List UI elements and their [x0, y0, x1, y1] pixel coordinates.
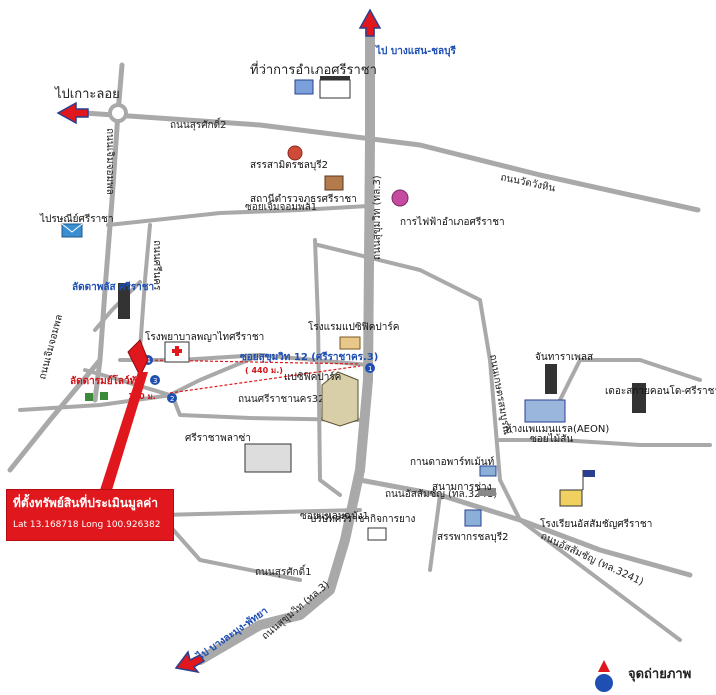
road-label-distance-440: ( 440 ม.) [245, 366, 283, 375]
road-label-soi-jermjompol: ซอยเจิมจอมพล1 [245, 202, 317, 213]
road-east-loop [316, 243, 682, 642]
road-label-jermjompol: ถนนเจิมจอมพล [104, 128, 115, 195]
district-building-icon [319, 79, 351, 99]
southwest-arrow-icon [174, 650, 206, 674]
poi-label-hotel: โรงแรมแปซิฟิคปาร์ค [308, 320, 399, 333]
property-marker-icon [127, 339, 149, 378]
poi-label-laddarom: ลัดดารมย์โลว์ทัว [70, 374, 142, 387]
road-label-jermjompol-left: ถนนเจิมจอมพล [37, 313, 65, 380]
poi-label-hospital: โรงพยาบาลพญาไทศรีราชา [145, 330, 264, 343]
road-soi-jermjompol [106, 204, 370, 227]
school-flag-icon [583, 470, 595, 477]
poi-label-school: โรงเรียนอัสสัมชัญศรีราชา [540, 517, 652, 530]
company-icon [367, 527, 387, 541]
revenue-icon [464, 509, 482, 527]
poi-label-post: ไปรษณีย์ศรีราชา [39, 213, 114, 225]
school-icon [559, 489, 583, 507]
roundabout [108, 103, 128, 123]
road-left-lower [18, 393, 174, 412]
property-pointer [100, 372, 148, 490]
poi-label-district-office: ที่ว่าการอำเภอศรีราชา [250, 61, 377, 78]
direction-arrows [56, 8, 382, 674]
road-label-soi-laem-chabang: ซอยแหลมฉบัง1 [300, 511, 369, 522]
road-assumption [357, 477, 693, 578]
road-branch-west [93, 280, 142, 332]
poi-label-lotus: ลัดดาพลัส ศรีราชา [72, 281, 154, 293]
direction-west-label: ไปเกาะลอย [54, 86, 120, 102]
road-label-sukhumvit-north: ถนนสุขุมวิท (ทล.3) [372, 175, 383, 260]
poi-label-chanthara: จันทาราเพลส [535, 352, 593, 363]
photo-marker-label: 2 [170, 395, 174, 403]
direction-south-label: ไป บางละมุง-พัทยา [193, 604, 270, 663]
road-sukhumvit [195, 25, 375, 665]
road-label-assumption: ถนนอัสสัมชัญ (ทล.3241) [385, 489, 497, 500]
sanam-icon [478, 488, 496, 496]
road-label-sukhumvit12: ซอยสุขุมวิท 12 (ศรีราชาคร.3) [240, 351, 378, 363]
hotel-icon [339, 336, 361, 350]
photo-marker-label: 3 [153, 377, 157, 385]
legend-triangle-icon [598, 660, 610, 672]
road-small-south [428, 493, 442, 572]
west-arrow-icon [56, 101, 89, 125]
poi-label-revenue: สรรพากรชลบุรี2 [437, 531, 508, 543]
poi-label-electric: การไฟฟ้าอำเภอศรีราชา [400, 216, 505, 228]
store-icon-2 [100, 392, 108, 400]
property-callout-coords: Lat 13.168718 Long 100.926382 [13, 520, 161, 530]
chanthara-icon [545, 364, 557, 394]
road-vertical-center [313, 238, 342, 497]
road-label-soi-sapan: ซอยไม้สัน [530, 433, 573, 445]
poi-icons [61, 76, 646, 541]
property-callout-title: ที่ตั้งทรัพย์สินที่ประเมินมูลค่า [13, 496, 159, 510]
poi-label-condo: เดอะสกายคอนโด-ศรีราชา [605, 384, 716, 397]
poi-label-police: สถานีตำรวจภูธรศรีราชา [250, 193, 357, 205]
poi-label-pacific-park: แปซิฟิคปาร์ค [284, 371, 341, 383]
condo-icon [632, 383, 646, 413]
post-icon [61, 223, 83, 238]
road-label-srinakorn: ถนนศรีนคร [151, 240, 163, 291]
road-label-surasak1: ถนนสุรศักดิ์1 [255, 564, 311, 578]
property-callout: ที่ตั้งทรัพย์สินที่ประเมินมูลค่า Lat 13.… [6, 489, 174, 541]
poi-label-department: กานดาอพาร์ทเม้นท์ [410, 456, 494, 468]
photo-marker-label: 4 [146, 357, 151, 365]
photo-marker-icon [167, 393, 177, 403]
road-surasak2 [82, 110, 701, 213]
sarasmit-icon [287, 145, 303, 161]
police-icon [324, 175, 344, 191]
direction-north-label: ไป บางแสน-ชลบุรี [375, 44, 457, 57]
poi-label-company: บริษัทศรีราชากิจการยาง [310, 513, 415, 525]
photo-marker-label: 1 [368, 365, 372, 373]
store-icon [85, 393, 93, 401]
department-icon [479, 465, 497, 477]
north-arrow-icon [358, 8, 382, 37]
pacific-park-icon [321, 371, 359, 427]
road-srirachanakorn32 [170, 393, 362, 422]
road-right-connector [558, 358, 702, 402]
district-office-icon [294, 79, 314, 95]
road-aeon [498, 438, 712, 447]
legend-label: จุดถ่ายภาพ [628, 667, 692, 682]
road-label-surasak2: ถนนสุรศักดิ์2 [170, 117, 226, 131]
sriracha-plaza-icon [244, 443, 292, 473]
photo-marker-icon [365, 363, 375, 373]
poi-label-sarasmit: สรรสามิตรชลบุรี2 [250, 159, 328, 171]
road-label-distance-160: 160 ม. [128, 392, 156, 401]
road-label-srirachanakorn32: ถนนศรีราชานคร32 [238, 393, 324, 405]
road-srinakorn [138, 223, 152, 352]
poi-label-sriracha-plaza: ศรีราชาพลาซ่า [185, 432, 251, 444]
road-lower-left [7, 357, 103, 473]
legend-circle-icon [595, 674, 613, 692]
poi-label-aeon: ห้างแพแมนแรล(AEON) [505, 423, 609, 435]
photo-marker-icon [150, 375, 160, 385]
poi-label-sanam: สนามการช่าง [432, 482, 492, 493]
route-dotted-line-2 [169, 365, 361, 394]
lotus-tower-icon [118, 283, 130, 319]
aeon-icon [524, 399, 566, 423]
electric-icon [391, 189, 409, 207]
road-label-sukhumvit-south: ถนนสุขุมวิท (ทล.3) [260, 579, 332, 642]
